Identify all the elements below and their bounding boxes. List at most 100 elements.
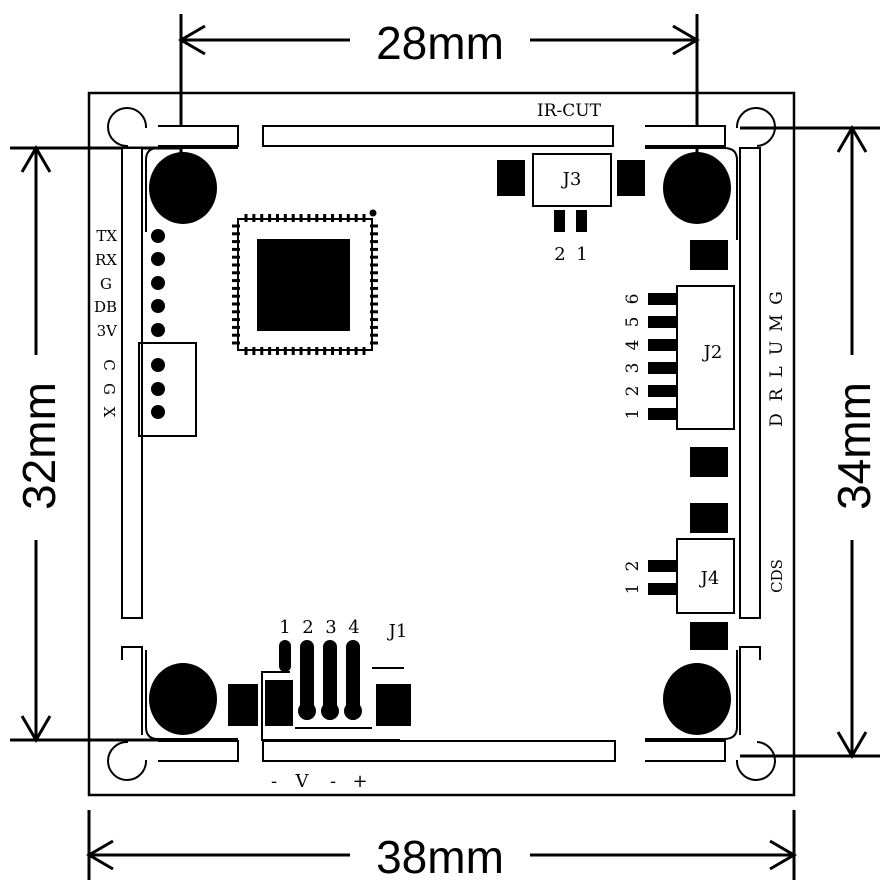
- j1-connector: [228, 640, 411, 741]
- j1-label: J1: [387, 621, 408, 642]
- dimension-left-label: 32mm: [13, 382, 65, 510]
- chip-pin: [370, 224, 378, 228]
- j2-pin-5: 5: [623, 317, 643, 328]
- chip-pin: [232, 294, 240, 298]
- large-hole-tr: [663, 152, 731, 224]
- dimension-right: [740, 125, 880, 759]
- chip-pin: [370, 318, 378, 322]
- chip-pin: [244, 214, 248, 222]
- chip-pin: [370, 255, 378, 259]
- edge-strips: [121, 125, 761, 762]
- power-plus: +: [352, 771, 367, 792]
- chip-pin: [252, 214, 256, 222]
- left-cgx-header: [138, 342, 197, 437]
- j4-pin-2: 2: [623, 561, 643, 572]
- j4-label: J4: [699, 568, 720, 589]
- hole-top-right: [735, 107, 776, 147]
- dimension-left: [10, 145, 180, 743]
- j1-pin-1: 1: [279, 617, 290, 638]
- chip-pin: [323, 214, 327, 222]
- pin-label-rx: RX: [95, 251, 117, 269]
- chip-pin: [299, 214, 303, 222]
- corner-holes: [107, 107, 776, 781]
- corner-brackets: [145, 147, 738, 740]
- chip-pin: [370, 279, 378, 283]
- chip-pin: [354, 214, 358, 222]
- chip-pin: [291, 347, 295, 355]
- dimension-top-label: 28mm: [376, 17, 504, 69]
- chip-pin: [232, 318, 240, 322]
- chip-pin: [362, 347, 366, 355]
- chip-pin: [354, 347, 358, 355]
- chip-pin: [232, 286, 240, 290]
- chip-pin: [232, 247, 240, 251]
- chip-pin: [299, 347, 303, 355]
- rot-label-x: X: [100, 407, 118, 418]
- chip-pin: [232, 333, 240, 337]
- right-label-g: G: [767, 291, 787, 305]
- chip-pin: [370, 310, 378, 314]
- chip-pin: [323, 347, 327, 355]
- chip-pin: [370, 247, 378, 251]
- main-ic-chip: [232, 209, 378, 355]
- pad-right-2: [690, 447, 728, 477]
- dimension-right-label: 34mm: [828, 382, 880, 510]
- j2-connector: [648, 285, 735, 430]
- j2-pin-3: 3: [623, 363, 643, 374]
- large-hole-br: [663, 663, 731, 735]
- chip-pin: [370, 240, 378, 244]
- chip-pin: [370, 341, 378, 345]
- chip-pin: [370, 325, 378, 329]
- j3-pin-1: 1: [576, 244, 587, 265]
- j2-pin-4: 4: [623, 340, 643, 351]
- pin-label-g: G: [100, 275, 112, 293]
- chip-pin: [331, 347, 335, 355]
- chip-pin: [232, 255, 240, 259]
- chip-pin: [232, 310, 240, 314]
- chip-pin: [315, 347, 319, 355]
- chip-pin: [338, 214, 342, 222]
- j4-pin-1: 1: [623, 584, 643, 595]
- chip-pin: [291, 214, 295, 222]
- chip-pin: [268, 347, 272, 355]
- right-label-r: R: [767, 387, 787, 401]
- j2-pin-1: 1: [623, 409, 643, 420]
- rot-label-c: C: [100, 359, 118, 370]
- chip-pin: [232, 325, 240, 329]
- large-hole-bl: [149, 663, 217, 735]
- right-label-u: U: [767, 341, 787, 355]
- chip-pin: [232, 279, 240, 283]
- dimension-bottom: [86, 810, 797, 880]
- pad-right-4: [690, 622, 728, 650]
- chip-pin: [283, 214, 287, 222]
- chip-pin: [338, 347, 342, 355]
- chip-pin: [232, 224, 240, 228]
- chip-pin: [275, 214, 279, 222]
- pad-right-3: [690, 503, 728, 533]
- hole-bottom-left: [107, 740, 148, 781]
- chip-pin: [370, 232, 378, 236]
- chip-pin: [370, 263, 378, 267]
- j3-pin-2: 2: [554, 244, 565, 265]
- left-pin-header: [151, 229, 165, 337]
- chip-pin: [275, 347, 279, 355]
- chip-pin: [370, 333, 378, 337]
- j2-label: J2: [702, 342, 723, 363]
- large-holes: [149, 152, 731, 735]
- power-minus-1: -: [271, 771, 277, 792]
- chip-pin: [232, 263, 240, 267]
- chip-pin: [307, 214, 311, 222]
- chip-pin: [260, 214, 264, 222]
- chip-pin: [232, 271, 240, 275]
- chip-pin: [370, 302, 378, 306]
- chip-pin: [307, 347, 311, 355]
- chip-pin: [244, 347, 248, 355]
- j2-pin-6: 6: [623, 294, 643, 305]
- right-label-m: M: [767, 314, 787, 331]
- j1-pin-3: 3: [325, 617, 336, 638]
- right-label-l: L: [767, 366, 787, 377]
- pin-label-3v: 3V: [97, 322, 119, 340]
- cds-label: CDS: [768, 559, 786, 593]
